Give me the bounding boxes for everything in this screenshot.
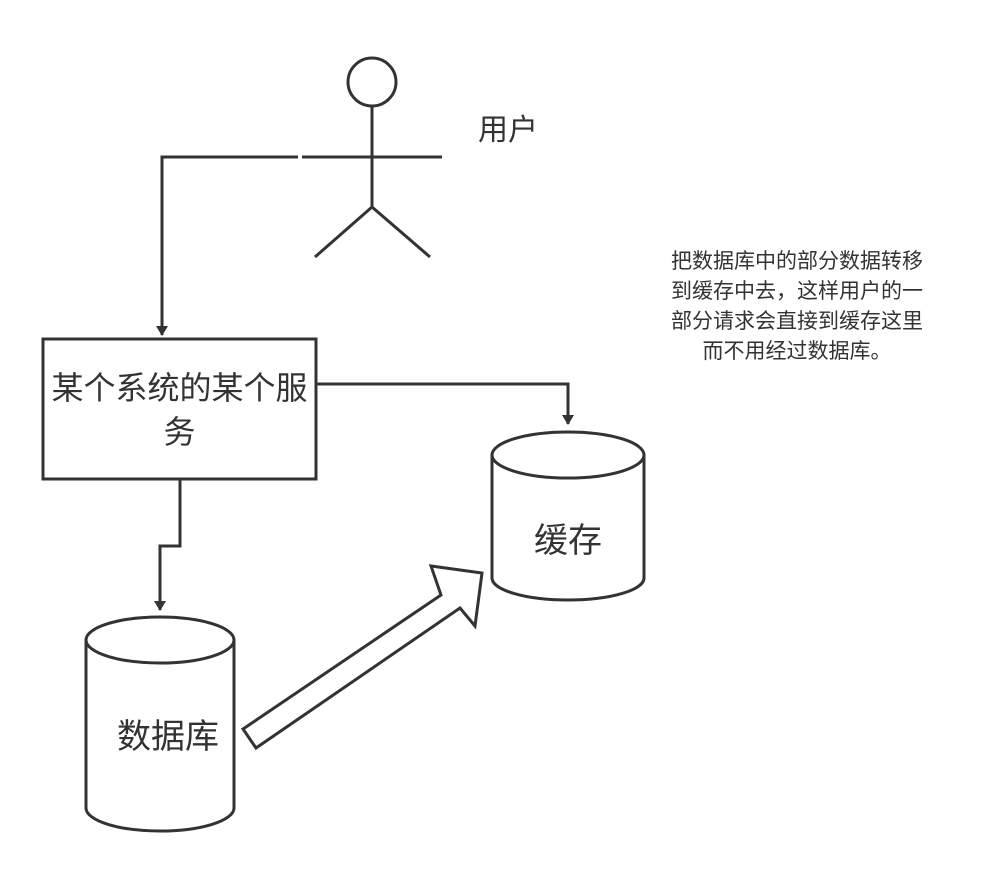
database-label: 数据库 <box>117 717 219 757</box>
migration-arrow <box>240 564 484 751</box>
user-to-service-connector <box>156 155 298 336</box>
note-line: 到缓存中去，这样用户的一 <box>671 279 923 303</box>
service-label: 某个系统的某个服务 <box>51 369 308 451</box>
cache-label: 缓存 <box>534 521 602 561</box>
user-label: 用户 <box>478 113 538 148</box>
cache-cylinder <box>490 430 646 602</box>
database-cylinder <box>84 615 236 833</box>
note-text: 把数据库中的部分数据转移 到缓存中去，这样用户的一 部分请求会直接到缓存这里 而… <box>622 246 972 366</box>
note-line: 而不用经过数据库。 <box>702 339 892 363</box>
user-actor-icon <box>302 56 442 259</box>
note-line: 部分请求会直接到缓存这里 <box>671 309 923 333</box>
service-to-database-connector <box>154 479 182 611</box>
note-line: 把数据库中的部分数据转移 <box>671 249 923 273</box>
service-to-cache-connector <box>316 382 574 425</box>
